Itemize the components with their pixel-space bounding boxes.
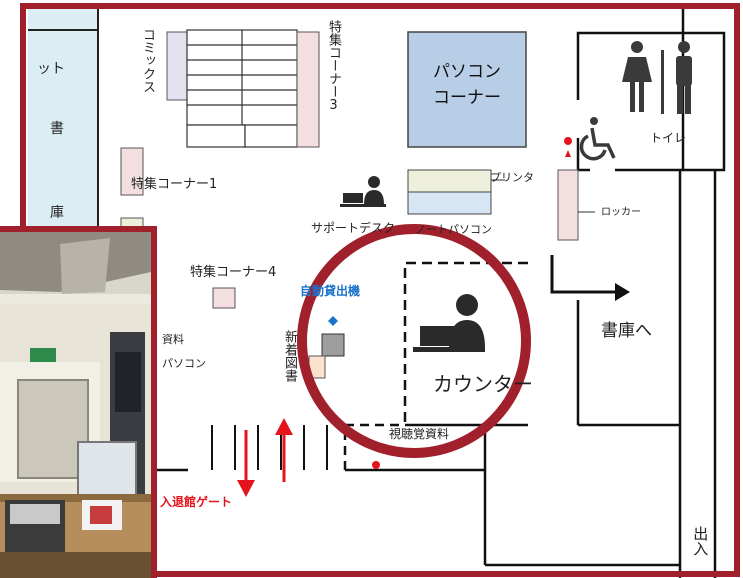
gate-arrows (237, 418, 293, 497)
locker-label: ロッカー (601, 207, 641, 218)
pc-corner-room (407, 31, 527, 148)
red-dot-marker (564, 137, 572, 145)
self-checkout-label: 自動貸出機 (300, 284, 361, 298)
to-stacks-arrow (550, 255, 630, 301)
left-shelf-area (28, 8, 98, 243)
comics-label: コミックス (140, 28, 156, 93)
wheelchair-icon (579, 117, 616, 161)
pc-corner-label: パソコン コーナー (433, 62, 501, 108)
toilet-label: トイレ (650, 131, 687, 145)
gate-label: 入退館ゲート (160, 495, 233, 509)
self-checkout-machine (321, 333, 345, 357)
counter-area (403, 261, 528, 425)
comics-shelf (166, 31, 188, 101)
entrance-gate (211, 425, 328, 470)
printer-table (407, 169, 492, 193)
feature-corner-1-shelf (120, 147, 144, 196)
exit-label: 出入 (691, 526, 710, 556)
bookshelf-stack (186, 29, 298, 148)
counter-highlight-circle (297, 224, 531, 458)
counter-label: カウンター (433, 372, 533, 396)
diamond-marker-icon (328, 316, 338, 326)
printer-label: プリンタ (490, 171, 534, 184)
locker (557, 169, 579, 241)
new-books-label: 新着図書 (282, 330, 298, 382)
red-dot-marker (372, 461, 380, 469)
stacks-corridor (483, 8, 717, 578)
feature-corner-1-label: 特集コーナー1 (131, 177, 218, 192)
feature-corner-3-shelf (296, 31, 320, 148)
feature-corner-3-label: 特集コーナー3 (326, 20, 342, 113)
left-edge-label-2: 書 (50, 121, 64, 137)
support-desk-label: サポートデスク (311, 221, 396, 235)
materials-partial-label: 資料 (162, 333, 184, 346)
notebook-pc-label: ノートパソコン (415, 223, 492, 236)
counter-person-icon (413, 294, 485, 352)
desk-person-icon (340, 176, 386, 207)
feature-corner-4-shelf (212, 287, 236, 309)
left-edge-label-3: 庫 (50, 205, 64, 221)
restroom-icon (622, 41, 692, 114)
pc-partial-label: パソコン (162, 357, 206, 370)
av-materials-label: 視聴覚資料 (389, 427, 450, 441)
feature-corner-4-label: 特集コーナー4 (190, 265, 277, 280)
entrance-photo (0, 226, 157, 578)
left-edge-label-1: ット (37, 61, 65, 77)
to-stacks-label: 書庫へ (601, 321, 652, 341)
restroom-walls (576, 31, 726, 172)
notebook-pc-table (407, 191, 492, 215)
